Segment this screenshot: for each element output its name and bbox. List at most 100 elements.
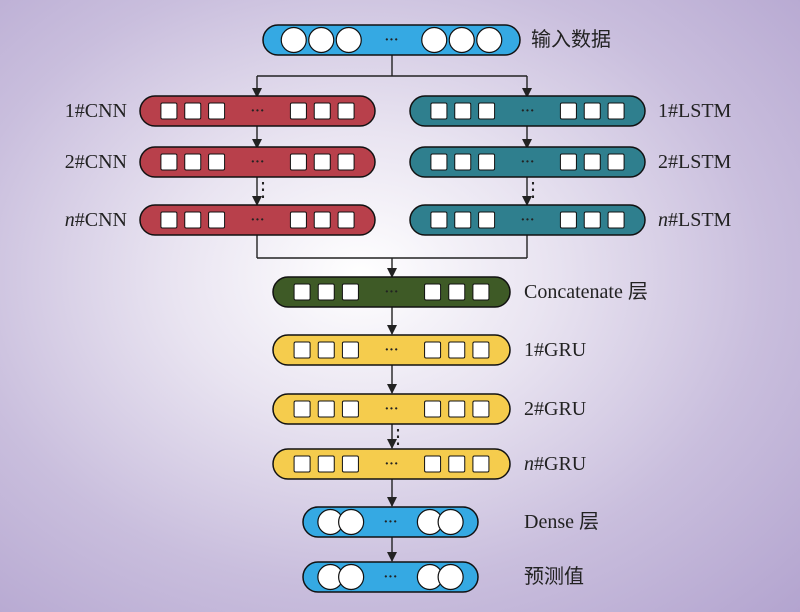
neuron-unit [424, 341, 442, 359]
neuron-unit [160, 102, 178, 120]
neuron-unit [607, 211, 625, 229]
neuron-unit [335, 26, 362, 54]
gru-layer-1: ··· [272, 334, 511, 366]
neuron-unit [317, 400, 335, 418]
neuron-unit [337, 211, 355, 229]
lstm-layer-n: ··· [409, 204, 646, 236]
lstm-layer-2: ··· [409, 146, 646, 178]
gru-layer-n: ··· [272, 448, 511, 480]
output-layer: ··· [302, 561, 479, 593]
neuron-unit [607, 102, 625, 120]
neuron-unit [208, 211, 226, 229]
input-layer: ··· [262, 24, 521, 56]
neuron-unit [424, 400, 442, 418]
ellipsis-horizontal: ··· [383, 570, 397, 585]
ellipsis-horizontal: ··· [384, 343, 398, 358]
neuron-unit [184, 153, 202, 171]
gru-layer-2: ··· [272, 393, 511, 425]
dense-label: Dense 层 [524, 511, 599, 533]
input-label: 输入数据 [531, 28, 611, 51]
cnn-layer-2: ··· [139, 146, 376, 178]
neuron-unit [317, 283, 335, 301]
neuron-unit [289, 102, 307, 120]
gru-2-label: 2#GRU [524, 398, 587, 420]
neuron-unit [437, 508, 464, 536]
lstm-1-label: 1#LSTM [658, 100, 732, 122]
neuron-unit [280, 26, 307, 54]
neuron-unit [478, 102, 496, 120]
neuron-unit [338, 563, 365, 591]
neuron-unit [476, 26, 503, 54]
neuron-unit [607, 153, 625, 171]
gru-n-label: n#GRU [524, 453, 587, 475]
neuron-unit [341, 400, 359, 418]
neuron-unit [430, 153, 448, 171]
ellipsis-horizontal: ··· [384, 457, 398, 472]
neuron-unit [421, 26, 448, 54]
gru-1-label: 1#GRU [524, 339, 587, 361]
neuron-unit [293, 400, 311, 418]
dense-layer: ··· [302, 506, 479, 538]
lstm-vertical-ellipsis: ⋮ [523, 179, 543, 201]
neuron-unit [559, 211, 577, 229]
neuron-unit [184, 102, 202, 120]
neuron-unit [341, 283, 359, 301]
neuron-unit [308, 26, 335, 54]
neuron-unit [424, 283, 442, 301]
neuron-unit [472, 341, 490, 359]
neuron-unit [583, 153, 601, 171]
neuron-unit [454, 211, 472, 229]
neuron-unit [341, 455, 359, 473]
lstm-layer-1: ··· [409, 95, 646, 127]
neuron-unit [289, 153, 307, 171]
neuron-unit [424, 455, 442, 473]
concatenate-layer: ··· [272, 276, 511, 308]
neuron-unit [289, 211, 307, 229]
cnn-2-label: 2#CNN [65, 151, 127, 173]
ellipsis-horizontal: ··· [384, 33, 398, 48]
ellipsis-horizontal: ··· [384, 402, 398, 417]
cnn-vertical-ellipsis: ⋮ [253, 179, 273, 201]
neuron-unit [472, 400, 490, 418]
neuron-unit [448, 26, 475, 54]
ellipsis-horizontal: ··· [520, 213, 534, 228]
ellipsis-horizontal: ··· [250, 155, 264, 170]
lstm-n-label: n#LSTM [658, 209, 732, 231]
neuron-unit [430, 211, 448, 229]
neuron-unit [430, 102, 448, 120]
cnn-layer-1: ··· [139, 95, 376, 127]
neuron-unit [317, 341, 335, 359]
neuron-unit [341, 341, 359, 359]
neuron-unit [583, 211, 601, 229]
neuron-unit [317, 455, 335, 473]
neuron-unit [160, 211, 178, 229]
ellipsis-horizontal: ··· [250, 213, 264, 228]
ellipsis-horizontal: ··· [520, 155, 534, 170]
gru-vertical-ellipsis: ⋮ [388, 426, 408, 448]
lstm-2-label: 2#LSTM [658, 151, 732, 173]
ellipsis-horizontal: ··· [250, 104, 264, 119]
neuron-unit [313, 211, 331, 229]
neuron-unit [448, 283, 466, 301]
concatenate-label: Concatenate 层 [524, 281, 648, 303]
neuron-unit [448, 455, 466, 473]
output-label: 预测值 [524, 565, 584, 588]
neuron-unit [478, 153, 496, 171]
neuron-unit [160, 153, 178, 171]
neuron-unit [448, 400, 466, 418]
neuron-unit [208, 153, 226, 171]
neuron-unit [313, 153, 331, 171]
neuron-unit [293, 455, 311, 473]
neuron-unit [559, 153, 577, 171]
neuron-unit [338, 508, 365, 536]
cnn-n-label: n#CNN [65, 209, 127, 231]
neuron-unit [559, 102, 577, 120]
neuron-unit [437, 563, 464, 591]
cnn-1-label: 1#CNN [65, 100, 127, 122]
neuron-unit [448, 341, 466, 359]
ellipsis-horizontal: ··· [520, 104, 534, 119]
neuron-unit [337, 102, 355, 120]
neuron-unit [293, 341, 311, 359]
neuron-unit [472, 283, 490, 301]
